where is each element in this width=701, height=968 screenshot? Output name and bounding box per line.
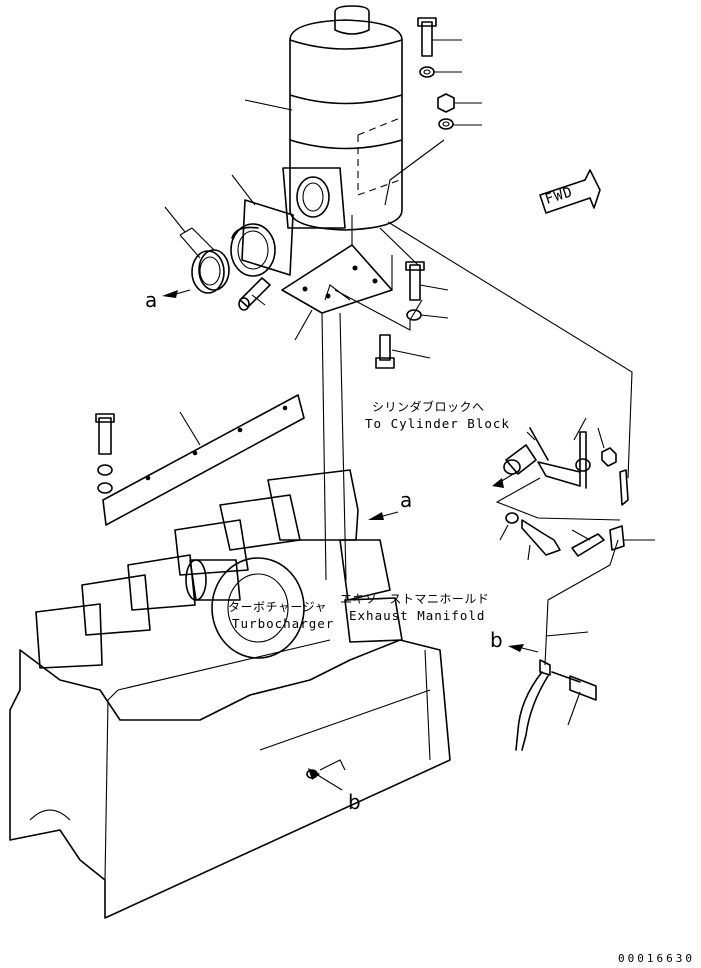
leader-right-3 [526,431,536,441]
callout-a-right: a [400,488,413,512]
part-number: 00016630 [618,952,695,965]
right-washers [575,447,629,506]
exhaust-manifold-label-en: Exhaust Manifold [349,608,486,623]
hardware-top [417,17,455,130]
muffler-canister [282,5,403,231]
mounting-bracket [281,215,393,314]
leader-right-6 [571,529,591,541]
cylinder-block-label-jp: シリンダブロックへ [372,400,485,414]
exhaust-manifold-label-jp: エキゾーストマニホールド [340,592,490,606]
callout-b-top: b [490,628,503,652]
turbocharger-label-en: Turbocharger [232,616,335,631]
callout-b-bottom: b [348,790,361,814]
drain-tube [515,631,597,751]
spacer-sleeve [503,444,537,475]
engine-block [9,469,451,919]
callout-a-left: a [145,288,158,312]
leader-right-5 [527,544,531,561]
turbocharger-label-jp: ターボチャージャ [228,600,328,614]
manifold-bolt [95,413,115,494]
flange-bolt [238,277,271,311]
leader-right-1 [573,417,587,441]
long-bolt [505,512,625,557]
fwd-arrow-icon [539,169,601,214]
callout-arrows [162,289,539,791]
leader-right-4 [499,524,509,541]
leader-right-2 [597,427,605,449]
inlet-flange-adapter [230,199,294,277]
routing-lines [321,221,633,666]
manifold-gasket-strip [102,394,305,526]
leader-lines-top [164,39,482,359]
gasket-rings [191,249,230,294]
cylinder-block-label-en: To Cylinder Block [365,416,510,431]
